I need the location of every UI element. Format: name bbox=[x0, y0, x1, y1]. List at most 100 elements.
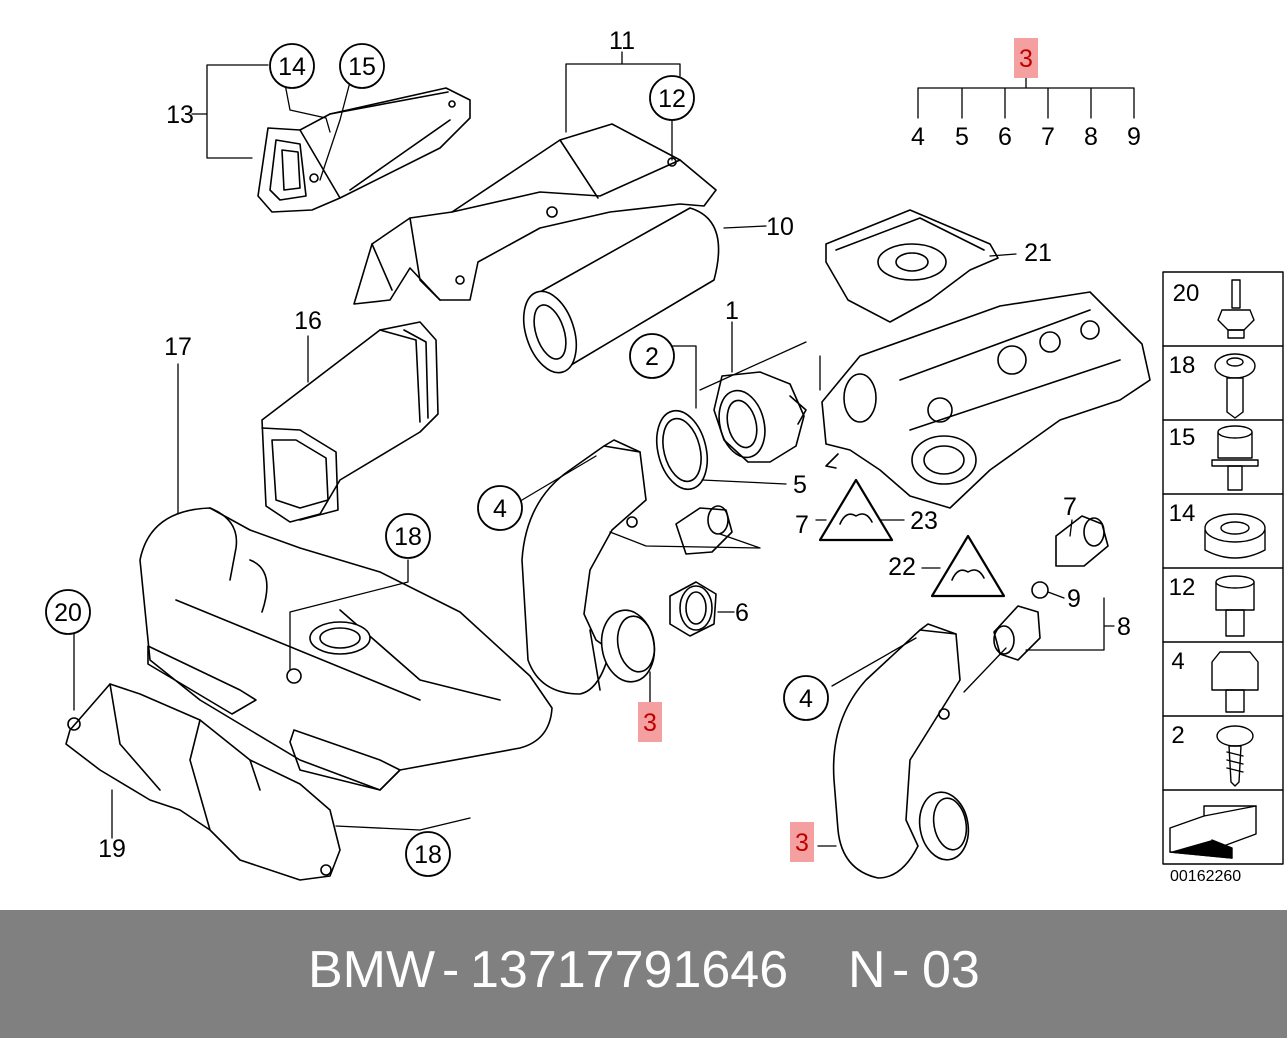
callout-number: 23 bbox=[910, 507, 938, 535]
seal-ring-part bbox=[655, 409, 709, 491]
callout-c10: 10 bbox=[766, 213, 794, 241]
callout-c3b: 3 bbox=[790, 822, 814, 862]
callout-number: 7 bbox=[1063, 493, 1077, 521]
fastener-label: 12 bbox=[1169, 574, 1196, 601]
connector-pieces bbox=[669, 505, 733, 637]
hex-socket-bolt-icon bbox=[1211, 425, 1259, 491]
callout-number: 7 bbox=[795, 511, 809, 539]
callout-c8t: 8 bbox=[1084, 123, 1098, 151]
warning-triangles bbox=[818, 478, 1006, 598]
callout-c2: 2 bbox=[629, 333, 675, 379]
callout-number: 13 bbox=[166, 101, 194, 129]
diagram-code: 00162260 bbox=[1170, 868, 1242, 885]
callout-c17: 17 bbox=[164, 333, 192, 361]
callout-c4b: 4 bbox=[783, 675, 829, 721]
callout-number: 5 bbox=[793, 471, 807, 499]
callout-number: 22 bbox=[888, 553, 916, 581]
callout-c14: 14 bbox=[269, 43, 315, 89]
callout-number: 4 bbox=[493, 495, 507, 523]
callout-c20: 20 bbox=[45, 589, 91, 635]
callout-number: 2 bbox=[645, 343, 659, 371]
callout-c1: 1 bbox=[725, 297, 739, 325]
cylinder-head-cover-part bbox=[821, 209, 1151, 509]
exploded-view-drawing: 1415131112101617125418206319183456789217… bbox=[45, 27, 1284, 881]
callout-number: 12 bbox=[658, 85, 686, 113]
callout-c12: 12 bbox=[649, 75, 695, 121]
footer-separator: - bbox=[442, 941, 460, 999]
callout-c3a: 3 bbox=[638, 702, 662, 742]
callout-c13: 13 bbox=[166, 101, 194, 129]
footer-part-number: 13717791646 bbox=[470, 941, 789, 999]
callout-highlight bbox=[790, 822, 814, 862]
callout-number: 9 bbox=[1127, 123, 1141, 151]
footer-page-prefix: N bbox=[848, 941, 886, 999]
callout-number: 16 bbox=[294, 307, 322, 335]
filter-element-part bbox=[522, 207, 720, 374]
callout-number: 6 bbox=[735, 599, 749, 627]
torx-screw-icon bbox=[1214, 353, 1256, 419]
callout-c6: 6 bbox=[735, 599, 749, 627]
callout-number: 6 bbox=[998, 123, 1012, 151]
air-mass-meter-part bbox=[713, 371, 807, 463]
callout-number: 4 bbox=[911, 123, 925, 151]
callout-number: 5 bbox=[955, 123, 969, 151]
callout-circle bbox=[385, 513, 431, 559]
lower-intake-duct-part bbox=[65, 683, 341, 881]
callout-circle bbox=[629, 333, 675, 379]
callout-number: 11 bbox=[609, 27, 635, 55]
callout-number: 15 bbox=[348, 53, 376, 81]
callout-number: 4 bbox=[799, 685, 813, 713]
callout-circle bbox=[405, 831, 451, 877]
callout-c7b: 7 bbox=[1063, 493, 1077, 521]
callout-c9b: 9 bbox=[1067, 585, 1081, 613]
fastener-label: 15 bbox=[1169, 424, 1196, 451]
callout-number: 1 bbox=[725, 297, 739, 325]
fastener-label: 14 bbox=[1169, 500, 1196, 527]
callout-c6t: 6 bbox=[998, 123, 1012, 151]
callout-c5t: 5 bbox=[955, 123, 969, 151]
callout-c7a: 7 bbox=[795, 511, 809, 539]
callout-c19: 19 bbox=[98, 835, 126, 863]
fastener-label: 4 bbox=[1171, 648, 1184, 675]
callout-c15: 15 bbox=[339, 43, 385, 89]
callout-c21: 21 bbox=[1024, 239, 1052, 267]
self-tapping-screw-icon bbox=[1216, 725, 1254, 787]
callout-c18a: 18 bbox=[385, 513, 431, 559]
callout-circle bbox=[339, 43, 385, 89]
callout-number: 7 bbox=[1041, 123, 1055, 151]
callout-c5: 5 bbox=[793, 471, 807, 499]
bolt-with-washer-icon bbox=[1217, 279, 1255, 339]
callout-number: 17 bbox=[164, 333, 192, 361]
rubber-grommet-icon bbox=[1204, 513, 1266, 559]
callout-c7t: 7 bbox=[1041, 123, 1055, 151]
callout-number: 14 bbox=[278, 53, 306, 81]
footer-banner: BMW - 13717791646 N - 03 bbox=[0, 910, 1287, 1038]
footer-brand: BMW bbox=[308, 941, 436, 999]
hex-socket-screw-icon bbox=[1215, 575, 1255, 637]
callout-c18b: 18 bbox=[405, 831, 451, 877]
fastener-panel bbox=[1162, 271, 1284, 865]
fastener-label: 2 bbox=[1171, 722, 1184, 749]
callout-c9t: 9 bbox=[1127, 123, 1141, 151]
intake-hose-right-part bbox=[832, 515, 1109, 879]
hex-bolt-icon bbox=[1211, 651, 1259, 713]
arrow-indicator-icon bbox=[1169, 805, 1257, 859]
callout-c8b: 8 bbox=[1117, 613, 1131, 641]
callout-number: 8 bbox=[1117, 613, 1131, 641]
callout-circle bbox=[269, 43, 315, 89]
callout-number: 18 bbox=[414, 841, 442, 869]
filter-housing-cover-part bbox=[353, 123, 717, 305]
filter-housing-part bbox=[139, 507, 553, 791]
footer-page-separator: - bbox=[892, 941, 910, 999]
callout-number: 9 bbox=[1067, 585, 1081, 613]
callout-highlight bbox=[1014, 38, 1038, 78]
intake-boot-part bbox=[261, 321, 439, 523]
callout-number: 3 bbox=[795, 829, 809, 857]
footer-page-number: 03 bbox=[922, 941, 980, 999]
callout-circle bbox=[45, 589, 91, 635]
fastener-label: 18 bbox=[1169, 352, 1196, 379]
callout-circle bbox=[477, 485, 523, 531]
